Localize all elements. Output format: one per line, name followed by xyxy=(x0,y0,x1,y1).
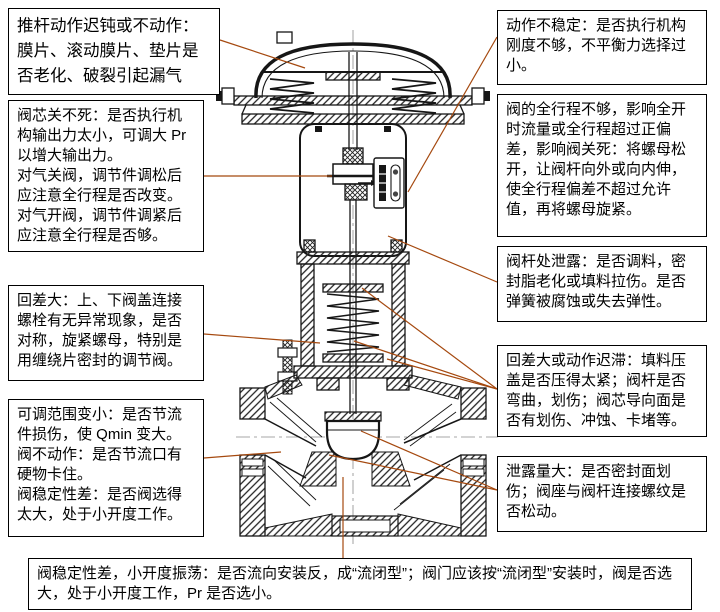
stem-connector xyxy=(327,147,379,256)
clamp-bolt-right xyxy=(471,87,490,105)
valve-drawing-ink xyxy=(216,30,498,548)
callout-line-seat-leak-a xyxy=(360,430,498,491)
note-seat-leakage: 泄露量大：是否密封面划伤；阀座与阀杆连接螺纹是否松动。 xyxy=(497,456,707,532)
note-text: 对气开阀，调节件调紧后应注意全行程是否够。 xyxy=(17,207,183,244)
note-text: 阀杆处泄露：是否调料，密封脂老化或填料拉伤。是否弹簧被腐蚀或失去弹性。 xyxy=(506,253,687,310)
callout-line-rangeability xyxy=(203,451,282,459)
note-text: 动作不稳定：是否执行机构刚度不够，不平衡力选择过小。 xyxy=(506,17,687,74)
vent-fitting xyxy=(276,31,293,44)
note-rangeability-smaller: 可调范围变小：是否节流件损伤，使 Qmin 变大。 阀不动作：是否节流口有硬物卡… xyxy=(8,399,204,537)
pipe-flange-right xyxy=(460,387,487,537)
note-plug-not-closing: 阀芯关不死：是否执行机构输出力太小，可调大 Pr 以增大输出力。 对气关阀，调节… xyxy=(8,100,204,252)
valve-plug xyxy=(324,411,382,461)
actuator-spring-right xyxy=(391,78,437,114)
callout-lines xyxy=(203,36,498,558)
note-hysteresis-packing: 回差大或动作迟滞：填料压盖是否压得太紧；阀杆是否弯曲，划伤；阀芯导向面是否有划伤… xyxy=(497,345,707,437)
note-pushrod-sluggish: 推杆动作迟钝或不动作：膜片、滚动膜片、垫片是否老化、破裂引起漏气 xyxy=(8,8,220,95)
packing-spring xyxy=(326,293,380,353)
callout-line-seat-leak-b xyxy=(328,454,498,491)
bonnet xyxy=(277,239,413,414)
body-ribs xyxy=(267,397,457,511)
callout-line-packing-c xyxy=(386,358,498,390)
note-text: 阀稳定性差：是否阀选得太大，处于小开度工作。 xyxy=(17,486,183,523)
actuator-spring-left xyxy=(269,78,315,114)
note-text: 阀芯关不死：是否执行机构输出力太小，可调大 Pr 以增大输出力。 xyxy=(17,107,187,164)
note-text: 对气关阀，调节件调松后应注意全行程是否改变。 xyxy=(17,167,183,204)
diaphragm-plate xyxy=(325,71,381,81)
callout-line-stem-leakage xyxy=(387,235,498,283)
valve-body xyxy=(239,374,487,537)
note-text: 回差大：上、下阀盖连接螺栓有无异常现象，是否对称，旋紧螺母，特别是用缠绕片密封的… xyxy=(17,292,183,369)
actuator-bottom-plate xyxy=(241,113,465,125)
note-stem-leakage: 阀杆处泄露：是否调料，密封脂老化或填料拉伤。是否弹簧被腐蚀或失去弹性。 xyxy=(497,246,707,322)
pipe-flange-left xyxy=(239,387,266,537)
valve-seat xyxy=(299,451,411,487)
callout-line-packing-a xyxy=(361,287,498,390)
note-text: 泄露量大：是否密封面划伤；阀座与阀杆连接螺纹是否松动。 xyxy=(506,463,687,520)
note-text: 阀的全行程不够，影响全开时流量或全行程超过正偏差，影响阀关死：将螺母松开，让阀杆… xyxy=(506,101,687,218)
note-text: 推杆动作迟钝或不动作：膜片、滚动膜片、垫片是否老化、破裂引起漏气 xyxy=(17,17,199,85)
callout-line-bonnet-bolts xyxy=(203,333,321,344)
note-text: 回差大或动作迟滞：填料压盖是否压得太紧；阀杆是否弯曲，划伤；阀芯导向面是否有划伤… xyxy=(506,352,687,429)
note-hysteresis-bonnet-bolts: 回差大：上、下阀盖连接螺栓有无异常现象，是否对称，旋紧螺母，特别是用缠绕片密封的… xyxy=(8,285,204,381)
note-instability-flow-direction: 阀稳定性差，小开度振荡：是否流向安装反，成“流闭型”；阀门应该按“流闭型”安装时… xyxy=(28,558,692,610)
callout-line-unstable-action xyxy=(407,36,498,193)
note-stroke-insufficient: 阀的全行程不够，影响全开时流量或全行程超过正偏差，影响阀关死：将螺母松开，让阀杆… xyxy=(497,94,707,237)
travel-scale xyxy=(373,157,405,209)
clamp-bolt-left xyxy=(216,87,235,105)
note-unstable-action: 动作不稳定：是否执行机构刚度不够，不平衡力选择过小。 xyxy=(497,10,707,85)
note-text: 可调范围变小：是否节流件损伤，使 Qmin 变大。 xyxy=(17,406,183,443)
note-text: 阀稳定性差，小开度振荡：是否流向安装反，成“流闭型”；阀门应该按“流闭型”安装时… xyxy=(37,565,672,602)
callout-line-pushrod xyxy=(219,39,306,69)
note-text: 阀不动作：是否节流口有硬物卡住。 xyxy=(17,446,183,483)
callout-line-packing-b xyxy=(353,340,498,390)
